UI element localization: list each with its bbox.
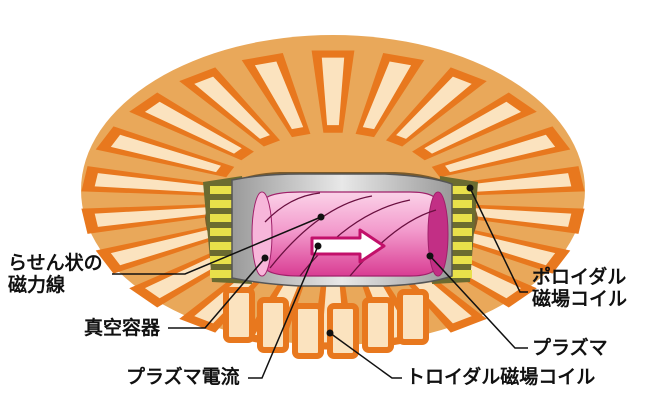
vacuum-vessel-label: 真空容器	[84, 317, 160, 339]
plasma-current-label: プラズマ電流	[126, 366, 240, 388]
toroidal-coil-front	[295, 306, 321, 356]
toroidal-coil-front	[365, 300, 391, 350]
poloidal-coil-label-line1: ポロイダル	[532, 266, 627, 288]
plasma-end-left	[252, 192, 272, 276]
poloidal-coil-label: ポロイダル 磁場コイル	[532, 266, 627, 310]
helical-field-label: らせん状の 磁力線	[8, 252, 103, 296]
toroidal-coil-front	[400, 292, 426, 342]
helical-field-label-line2: 磁力線	[8, 274, 103, 296]
plasma-end-right	[428, 192, 448, 276]
toroidal-coil-label: トロイダル磁場コイル	[406, 366, 595, 388]
plasma-column	[262, 192, 438, 276]
helical-field-label-line1: らせん状の	[8, 252, 103, 274]
plasma-label: プラズマ	[532, 337, 608, 359]
toroidal-coil-front	[226, 290, 252, 340]
poloidal-coil-label-line2: 磁場コイル	[532, 288, 627, 310]
toroidal-coil-front	[260, 300, 286, 350]
